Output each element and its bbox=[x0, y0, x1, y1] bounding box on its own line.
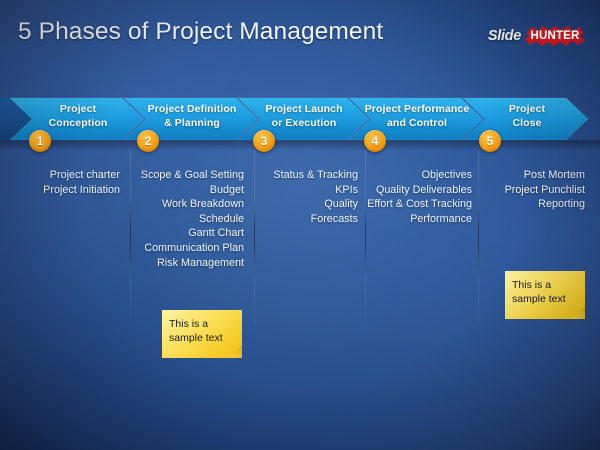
chevron-label-3: Project Launch or Execution bbox=[251, 103, 357, 130]
sticky-note-1-text: This is a sample text bbox=[169, 317, 235, 345]
sticky-note-1-line1: This is a bbox=[169, 318, 209, 330]
chevron-label-5: Project Close bbox=[476, 103, 578, 130]
phase-2-item-2: Work Breakdown bbox=[161, 198, 244, 211]
phase-4-item-0: Objectives bbox=[421, 169, 472, 181]
phase-1-item-0: Project charter bbox=[49, 169, 120, 181]
chevron-label-3-line1: Project Launch bbox=[265, 103, 343, 115]
phase-items-column-4: Objectives Quality Deliverables Effort &… bbox=[358, 168, 472, 226]
phase-4-item-1: Quality Deliverables bbox=[375, 183, 472, 196]
phase-3-item-1: KPIs bbox=[335, 183, 358, 196]
phase-items-column-5: Post Mortem Project Punchlist Reporting bbox=[478, 168, 585, 212]
phase-number-badge-5[interactable]: 5 bbox=[479, 130, 501, 152]
logo-word-hunter: HUNTER bbox=[530, 30, 580, 42]
phase-items-column-3: Status & Tracking KPIs Quality Forecasts bbox=[258, 168, 358, 226]
sticky-note-2[interactable]: This is a sample text bbox=[505, 271, 585, 319]
sticky-note-2-body bbox=[505, 271, 585, 319]
chevron-label-2-line1: Project Definition bbox=[147, 103, 237, 115]
chevron-label-1-line2: Conception bbox=[48, 116, 108, 129]
column-divider-3 bbox=[365, 150, 366, 322]
chevron-label-5-line1: Project bbox=[508, 103, 546, 115]
chevron-label-2-line2: & Planning bbox=[164, 116, 220, 129]
logo-word-slide: Slide bbox=[487, 28, 521, 44]
chevron-label-1-line1: Project bbox=[59, 103, 97, 115]
sticky-note-1[interactable]: This is a sample text bbox=[162, 310, 242, 358]
chevron-label-5-line2: Close bbox=[512, 116, 542, 129]
chevron-label-4: Project Performance and Control bbox=[361, 103, 473, 130]
phase-2-item-4: Gantt Chart bbox=[188, 227, 244, 240]
sticky-note-2-text: This is a sample text bbox=[512, 278, 578, 306]
phase-3-item-3: Forecasts bbox=[310, 212, 358, 225]
page-title: 5 Phases of Project Management bbox=[18, 18, 384, 45]
chevron-label-4-line1: Project Performance bbox=[364, 103, 470, 115]
column-divider-1 bbox=[130, 150, 131, 322]
slidehunter-logo: Slide HUNTER bbox=[488, 24, 586, 48]
phase-1-item-1: Project Initiation bbox=[43, 183, 120, 196]
phase-number-badge-3[interactable]: 3 bbox=[253, 130, 275, 152]
logo-badge-hunter: HUNTER bbox=[524, 25, 586, 47]
phase-2-item-3: Schedule bbox=[198, 212, 244, 225]
column-divider-2 bbox=[254, 150, 255, 322]
sticky-note-1-body bbox=[162, 310, 242, 358]
phase-4-item-3: Performance bbox=[410, 212, 472, 225]
phase-items-column-2: Scope & Goal Setting Budget Work Breakdo… bbox=[132, 168, 244, 270]
phase-2-item-5: Communication Plan bbox=[144, 241, 244, 254]
phase-2-item-6: Risk Management bbox=[156, 256, 244, 269]
chevron-label-2: Project Definition & Planning bbox=[137, 103, 247, 130]
sticky-note-2-line1: This is a bbox=[512, 279, 552, 291]
phase-5-item-1: Project Punchlist bbox=[504, 183, 585, 196]
splat-shape-icon bbox=[525, 26, 585, 46]
sticky-note-1-line2: sample text bbox=[169, 332, 223, 344]
sticky-note-2-line2: sample text bbox=[512, 293, 566, 305]
phase-5-item-0: Post Mortem bbox=[523, 169, 585, 181]
phase-4-item-2: Effort & Cost Tracking bbox=[367, 198, 472, 211]
chevron-label-1: Project Conception bbox=[24, 103, 132, 130]
phase-2-item-1: Budget bbox=[209, 183, 244, 196]
phase-3-item-2: Quality bbox=[324, 198, 358, 211]
chevron-label-3-line2: or Execution bbox=[271, 116, 337, 129]
chevron-label-4-line2: and Control bbox=[386, 116, 447, 129]
phase-number-badge-1[interactable]: 1 bbox=[29, 130, 51, 152]
phase-2-item-0: Scope & Goal Setting bbox=[140, 169, 244, 181]
phase-items-column-1: Project charter Project Initiation bbox=[10, 168, 120, 197]
phase-number-badge-4[interactable]: 4 bbox=[364, 130, 386, 152]
phase-5-item-2: Reporting bbox=[538, 198, 585, 211]
phase-3-item-0: Status & Tracking bbox=[273, 169, 358, 181]
column-divider-4 bbox=[478, 150, 479, 322]
phase-number-badge-2[interactable]: 2 bbox=[137, 130, 159, 152]
